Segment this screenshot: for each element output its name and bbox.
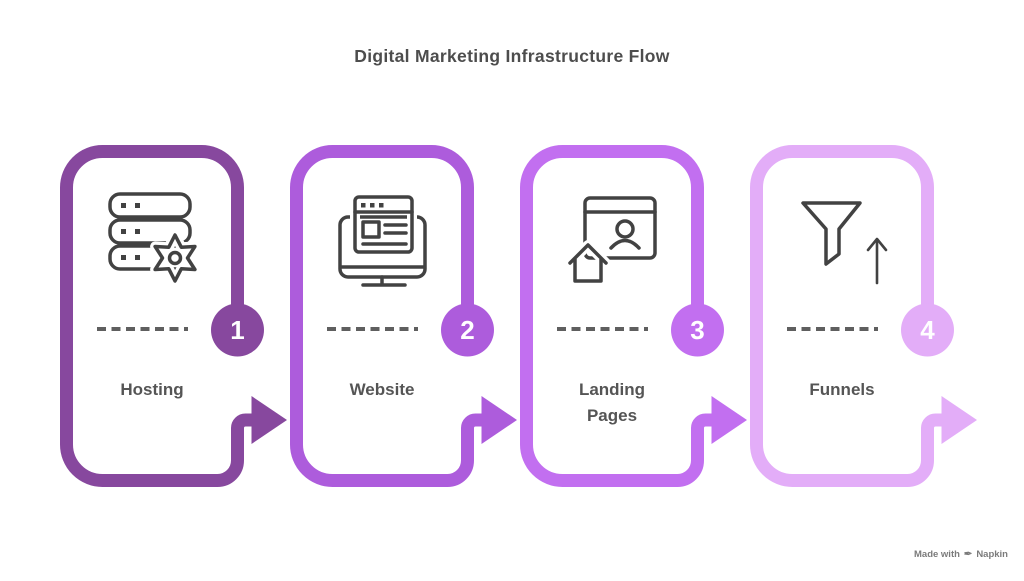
connector-arrowhead <box>941 396 977 444</box>
step-label-landing-pages: Landing Pages <box>578 380 646 425</box>
diagram-title: Digital Marketing Infrastructure Flow <box>354 46 670 66</box>
card-border <box>520 145 716 487</box>
step-label-website: Website <box>349 380 415 399</box>
step-card-website <box>287 142 520 490</box>
step-number-4: 4 <box>920 314 935 345</box>
step-label-hosting: Hosting <box>120 380 184 399</box>
server-gear-icon <box>108 192 200 286</box>
step-number-circle <box>901 303 954 357</box>
step-number-circle <box>211 303 264 357</box>
card-border <box>290 145 486 487</box>
connector-arrowhead <box>711 396 747 444</box>
step-number-1: 1 <box>230 314 245 345</box>
step-card-funnels <box>747 142 980 490</box>
made-with-napkin-credit: Made with ✒ Napkin <box>914 549 1008 560</box>
connector-arrowhead <box>481 396 517 444</box>
step-number-3: 3 <box>690 314 705 345</box>
credit-brand: Napkin <box>976 549 1008 560</box>
funnel-up-icon <box>801 201 888 285</box>
napkin-pen-icon: ✒ <box>963 548 973 560</box>
step-card-hosting <box>57 142 290 490</box>
step-card-landing-pages <box>517 142 750 490</box>
website-monitor-icon <box>338 192 427 287</box>
card-border <box>60 145 256 487</box>
connector-arrowhead <box>251 396 287 444</box>
landing-page-icon <box>565 196 657 286</box>
credit-prefix: Made with <box>914 549 960 560</box>
step-number-circle <box>671 303 724 357</box>
step-number-circle <box>441 303 494 357</box>
step-number-2: 2 <box>460 314 475 345</box>
step-label-funnels: Funnels <box>809 380 875 399</box>
card-border <box>750 145 946 487</box>
